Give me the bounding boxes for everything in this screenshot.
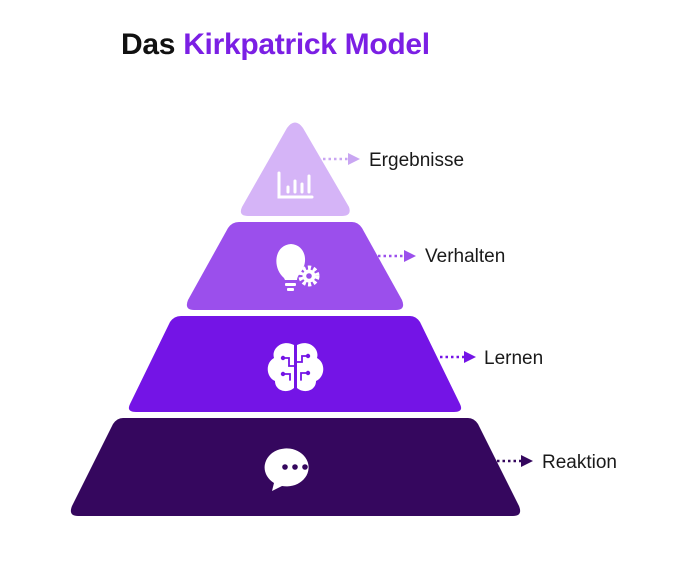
pyramid-level-ergebnisse: Ergebnisse (240, 122, 464, 216)
pyramid-level-lernen: Lernen (128, 316, 543, 412)
title-prefix: Das (121, 28, 176, 61)
level-shape-ergebnisse (240, 122, 350, 216)
pyramid-level-reaktion: Reaktion (70, 418, 617, 516)
arrow-ergebnisse (323, 153, 360, 165)
speech-bubble-icon (264, 448, 309, 491)
page-title: Das Kirkpatrick Model (121, 28, 430, 62)
lightbulb-gear-icon (276, 244, 320, 291)
arrow-verhalten (378, 250, 416, 262)
arrow-lernen (440, 351, 476, 363)
bar-chart-icon (277, 171, 314, 199)
brain-circuit-icon (267, 343, 324, 392)
level-label-lernen: Lernen (484, 348, 543, 369)
pyramid-level-verhalten: Verhalten (186, 222, 505, 310)
title-highlight: Kirkpatrick Model (183, 28, 430, 61)
level-label-reaktion: Reaktion (542, 452, 617, 473)
level-label-verhalten: Verhalten (425, 246, 505, 267)
level-label-ergebnisse: Ergebnisse (369, 150, 464, 171)
arrow-reaktion (497, 455, 533, 467)
